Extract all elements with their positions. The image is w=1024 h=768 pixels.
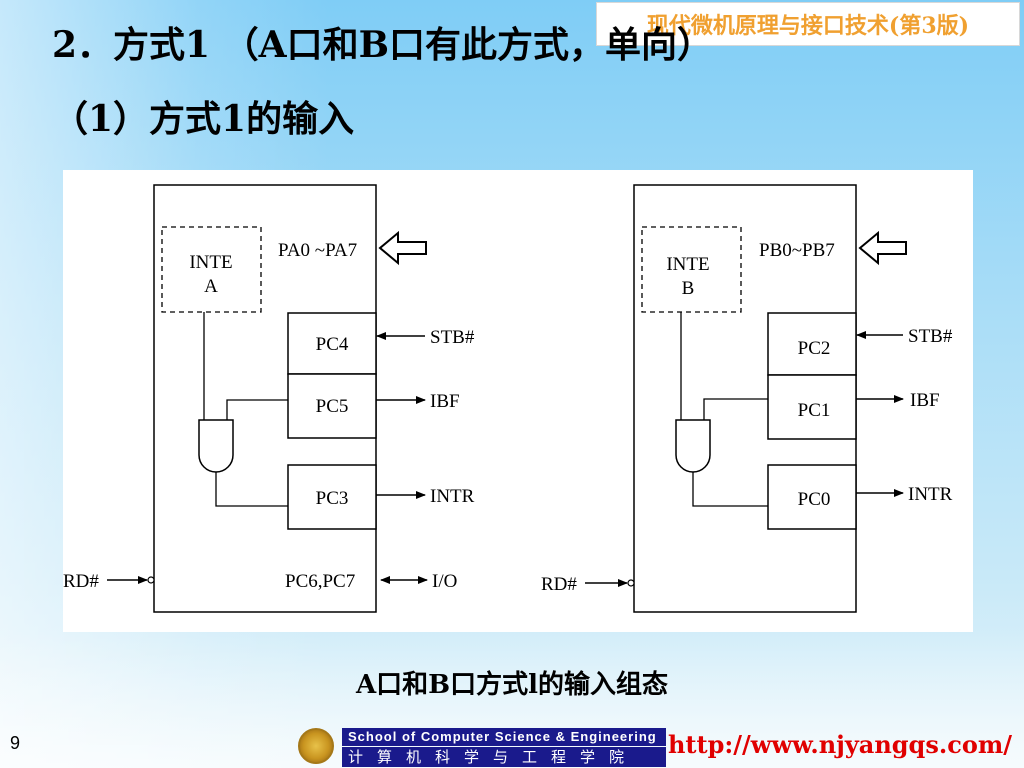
intr-b-label: INTR <box>908 484 953 505</box>
pc4-box <box>287 312 377 375</box>
slide-title: 2．方式1 （A口和B口有此方式，单向） <box>52 24 713 66</box>
school-logo-icon <box>298 728 334 764</box>
school-name-cn: 计算机科学与工程学院 <box>342 747 666 767</box>
port-b-input-arrow <box>858 230 907 266</box>
inte-b-letter: B <box>682 278 695 299</box>
inte-b-box <box>641 226 742 313</box>
inte-a-letter: A <box>204 276 218 297</box>
school-name-en: School of Computer Science & Engineering <box>342 728 666 746</box>
website-link[interactable]: http://www.njyangqs.com/ <box>667 730 1012 759</box>
page-number: 9 <box>10 733 21 753</box>
pc3-label: PC3 <box>316 488 349 509</box>
inte-a-label: INTE <box>189 252 232 273</box>
port-a-input-arrow <box>378 230 427 266</box>
school-banner: School of Computer Science & Engineering… <box>298 726 668 768</box>
book-title-badge: 现代微机原理与接口技术(第3版) <box>596 2 1020 46</box>
port-a-range: PA0 ~PA7 <box>278 240 357 261</box>
pc5-label: PC5 <box>316 396 349 417</box>
pc2-label: PC2 <box>798 338 831 359</box>
stb-b-label: STB# <box>908 326 953 347</box>
diagram-caption: A口和B口方式l的输入组态 <box>355 670 669 700</box>
pc67-label: PC6,PC7 <box>285 571 355 592</box>
io-label: I/O <box>432 571 457 592</box>
inte-b-label: INTE <box>666 254 709 275</box>
ibf-a-label: IBF <box>430 391 460 412</box>
pc0-box <box>767 464 857 530</box>
port-b-range: PB0~PB7 <box>759 240 835 261</box>
stb-a-label: STB# <box>430 327 475 348</box>
mode1-input-diagram: INTE A PA0 ~PA7 PC4 PC5 PC3 STB# IBF INT… <box>63 170 973 632</box>
intr-a-label: INTR <box>430 486 475 507</box>
ibf-b-wire <box>703 398 768 420</box>
pc3-box <box>287 464 377 530</box>
rd-a-label: RD# <box>63 571 99 592</box>
pc5-box <box>287 373 377 439</box>
pc4-label: PC4 <box>316 334 349 355</box>
slide-subtitle: （1）方式1的输入 <box>52 98 355 140</box>
rd-b-label: RD# <box>541 574 577 595</box>
pc1-box <box>767 374 857 440</box>
and-gate-b <box>675 419 711 473</box>
pc2-box <box>767 312 857 376</box>
rd-a-inverter <box>147 576 155 584</box>
pc0-label: PC0 <box>798 489 831 510</box>
rd-b-inverter <box>627 579 635 587</box>
and-gate-a <box>198 419 234 473</box>
port-b-group: INTE B PB0~PB7 PC2 PC1 PC0 STB# IBF INTR… <box>541 184 953 613</box>
intr-b-wire <box>692 472 768 507</box>
ibf-b-label: IBF <box>910 390 940 411</box>
intr-a-wire <box>215 472 288 507</box>
port-a-group: INTE A PA0 ~PA7 PC4 PC5 PC3 STB# IBF INT… <box>63 184 475 613</box>
inte-a-box <box>161 226 262 313</box>
ibf-a-wire <box>226 399 288 420</box>
pc1-label: PC1 <box>798 400 831 421</box>
